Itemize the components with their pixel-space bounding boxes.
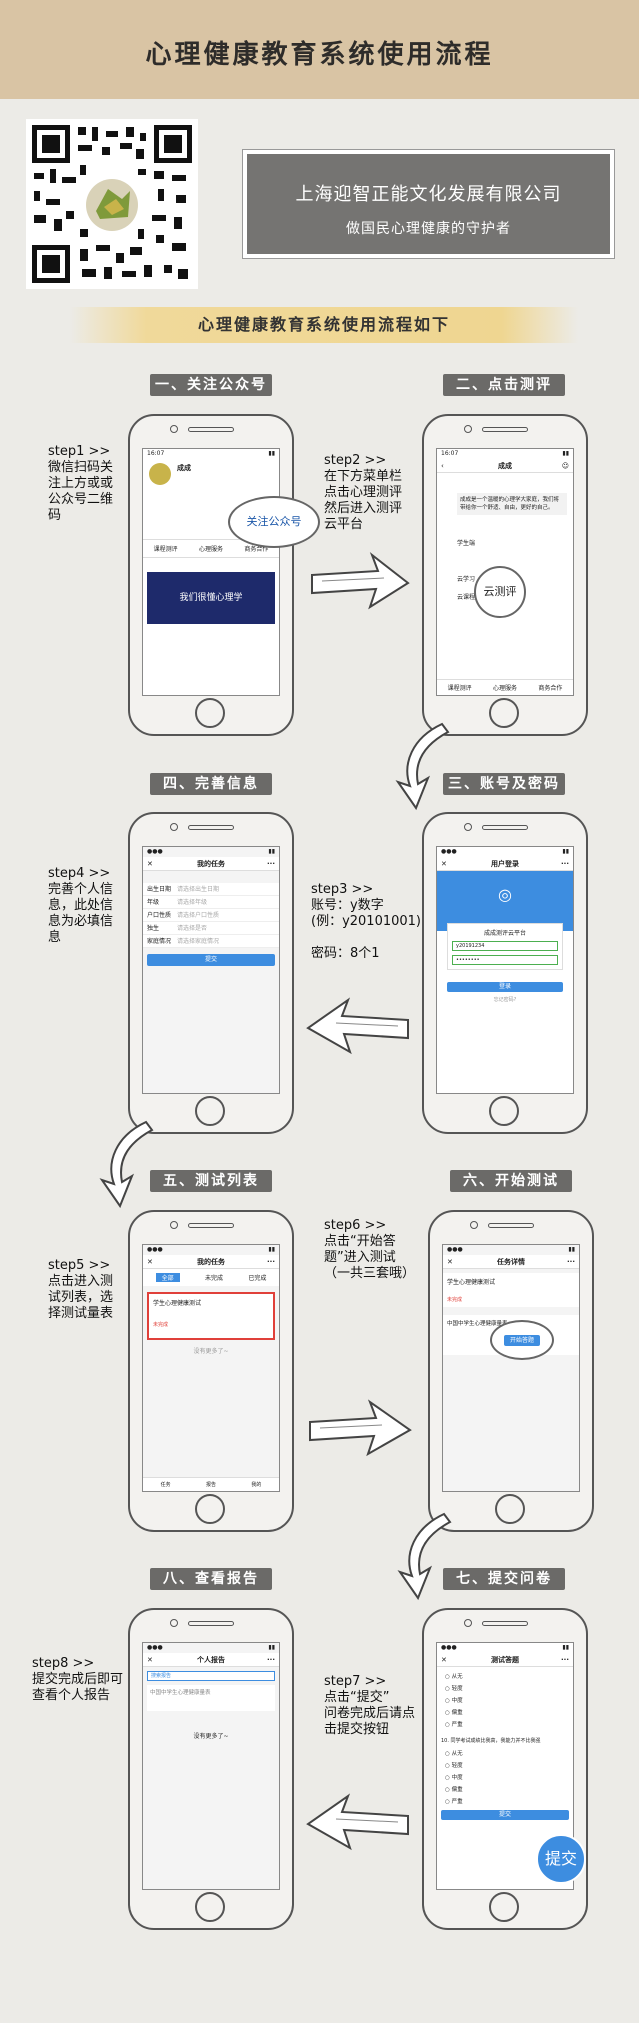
- phone-4-submit: 提交: [147, 954, 275, 966]
- login-logo-icon: ◎: [437, 871, 573, 931]
- step-8-text: step8 >>提交完成后即可查看个人报告: [32, 1656, 124, 1703]
- section-8-label: 八、查看报告: [150, 1568, 272, 1590]
- qr-code: [26, 119, 198, 289]
- section-2-label: 二、点击测评: [443, 374, 565, 396]
- section-3-label: 三、账号及密码: [443, 773, 565, 795]
- arrow-curve-down-icon: [395, 722, 450, 811]
- phone-1-screen: 16:07▮▮ 成成 课程测评心理服务商务合作 我们很懂心理学: [142, 448, 280, 696]
- step-1-text: step1 >>微信扫码关注上方或或公众号二维码: [48, 444, 114, 523]
- page-header: 心理健康教育系统使用流程: [0, 0, 639, 99]
- flow-banner: 心理健康教育系统使用流程如下: [70, 307, 578, 343]
- page-title: 心理健康教育系统使用流程: [145, 40, 494, 70]
- arrow-right-icon: [311, 552, 410, 610]
- phone-4: ●●●▮▮ ✕我的任务··· 出生日期请选择出生日期 年级请选择年级 户口性质请…: [128, 812, 294, 1134]
- arrow-left-icon: [306, 997, 409, 1055]
- arrow-right-icon: [309, 1399, 412, 1457]
- section-1-label: 一、关注公众号: [150, 374, 272, 396]
- company-slogan: 做国民心理健康的守护者: [346, 221, 511, 237]
- phone-6: ●●●▮▮ ✕任务详情··· 学生心理健康测试 未完成 中国中学生心理健康量表: [428, 1210, 594, 1532]
- step-2-text: step2 >>在下方菜单栏点击心理测评然后进入测评云平台: [324, 453, 403, 532]
- follow-bubble: 关注公众号: [228, 496, 320, 548]
- phone-8-screen: ●●●▮▮ ✕个人报告··· 搜索报告 中国中学生心理健康量表 没有更多了~: [142, 1642, 280, 1890]
- cloud-bubble: 云测评: [474, 566, 526, 618]
- phone-8: ●●●▮▮ ✕个人报告··· 搜索报告 中国中学生心理健康量表 没有更多了~: [128, 1608, 294, 1930]
- step-6-text: step6 >>点击“开始答题”进入测试（一共三套哦）: [324, 1218, 416, 1281]
- phone-3: ●●●▮▮ ✕用户登录··· ◎ 成成测评云平台 y20191234 •••••…: [422, 812, 588, 1134]
- phone-6-screen: ●●●▮▮ ✕任务详情··· 学生心理健康测试 未完成 中国中学生心理健康量表: [442, 1244, 580, 1492]
- phone-4-screen: ●●●▮▮ ✕我的任务··· 出生日期请选择出生日期 年级请选择年级 户口性质请…: [142, 846, 280, 1094]
- step-5-text: step5 >>点击进入测试列表，选择测试量表: [48, 1258, 114, 1321]
- arrow-curve-down-icon: [99, 1120, 154, 1209]
- arrow-curve-down-icon: [397, 1512, 452, 1601]
- section-5-label: 五、测试列表: [150, 1170, 272, 1192]
- company-name: 上海迎智正能文化发展有限公司: [295, 184, 562, 205]
- start-bubble: 开始答题: [490, 1320, 554, 1360]
- submit-bubble: 提交: [536, 1834, 586, 1884]
- step-3-text: step3 >>账号：y数字(例：y20101001) 密码：8个1: [311, 882, 422, 961]
- section-6-label: 六、开始测试: [450, 1170, 572, 1192]
- arrow-left-icon: [306, 1793, 409, 1851]
- qr-code-image: [26, 119, 198, 289]
- phone-1: 16:07▮▮ 成成 课程测评心理服务商务合作 我们很懂心理学: [128, 414, 294, 736]
- phone-5-screen: ●●●▮▮ ✕我的任务··· 全部未完成已完成 学生心理健康测试 未完成 没有更…: [142, 1244, 280, 1492]
- step-4-text: step4 >>完善个人信息，此处信息为必填信息: [48, 866, 114, 945]
- step-7-text: step7 >>点击“提交”问卷完成后请点击提交按钮: [324, 1674, 416, 1737]
- section-4-label: 四、完善信息: [150, 773, 272, 795]
- section-7-label: 七、提交问卷: [443, 1568, 565, 1590]
- company-card: 上海迎智正能文化发展有限公司 做国民心理健康的守护者: [242, 149, 615, 259]
- phone-3-screen: ●●●▮▮ ✕用户登录··· ◎ 成成测评云平台 y20191234 •••••…: [436, 846, 574, 1094]
- phone-5: ●●●▮▮ ✕我的任务··· 全部未完成已完成 学生心理健康测试 未完成 没有更…: [128, 1210, 294, 1532]
